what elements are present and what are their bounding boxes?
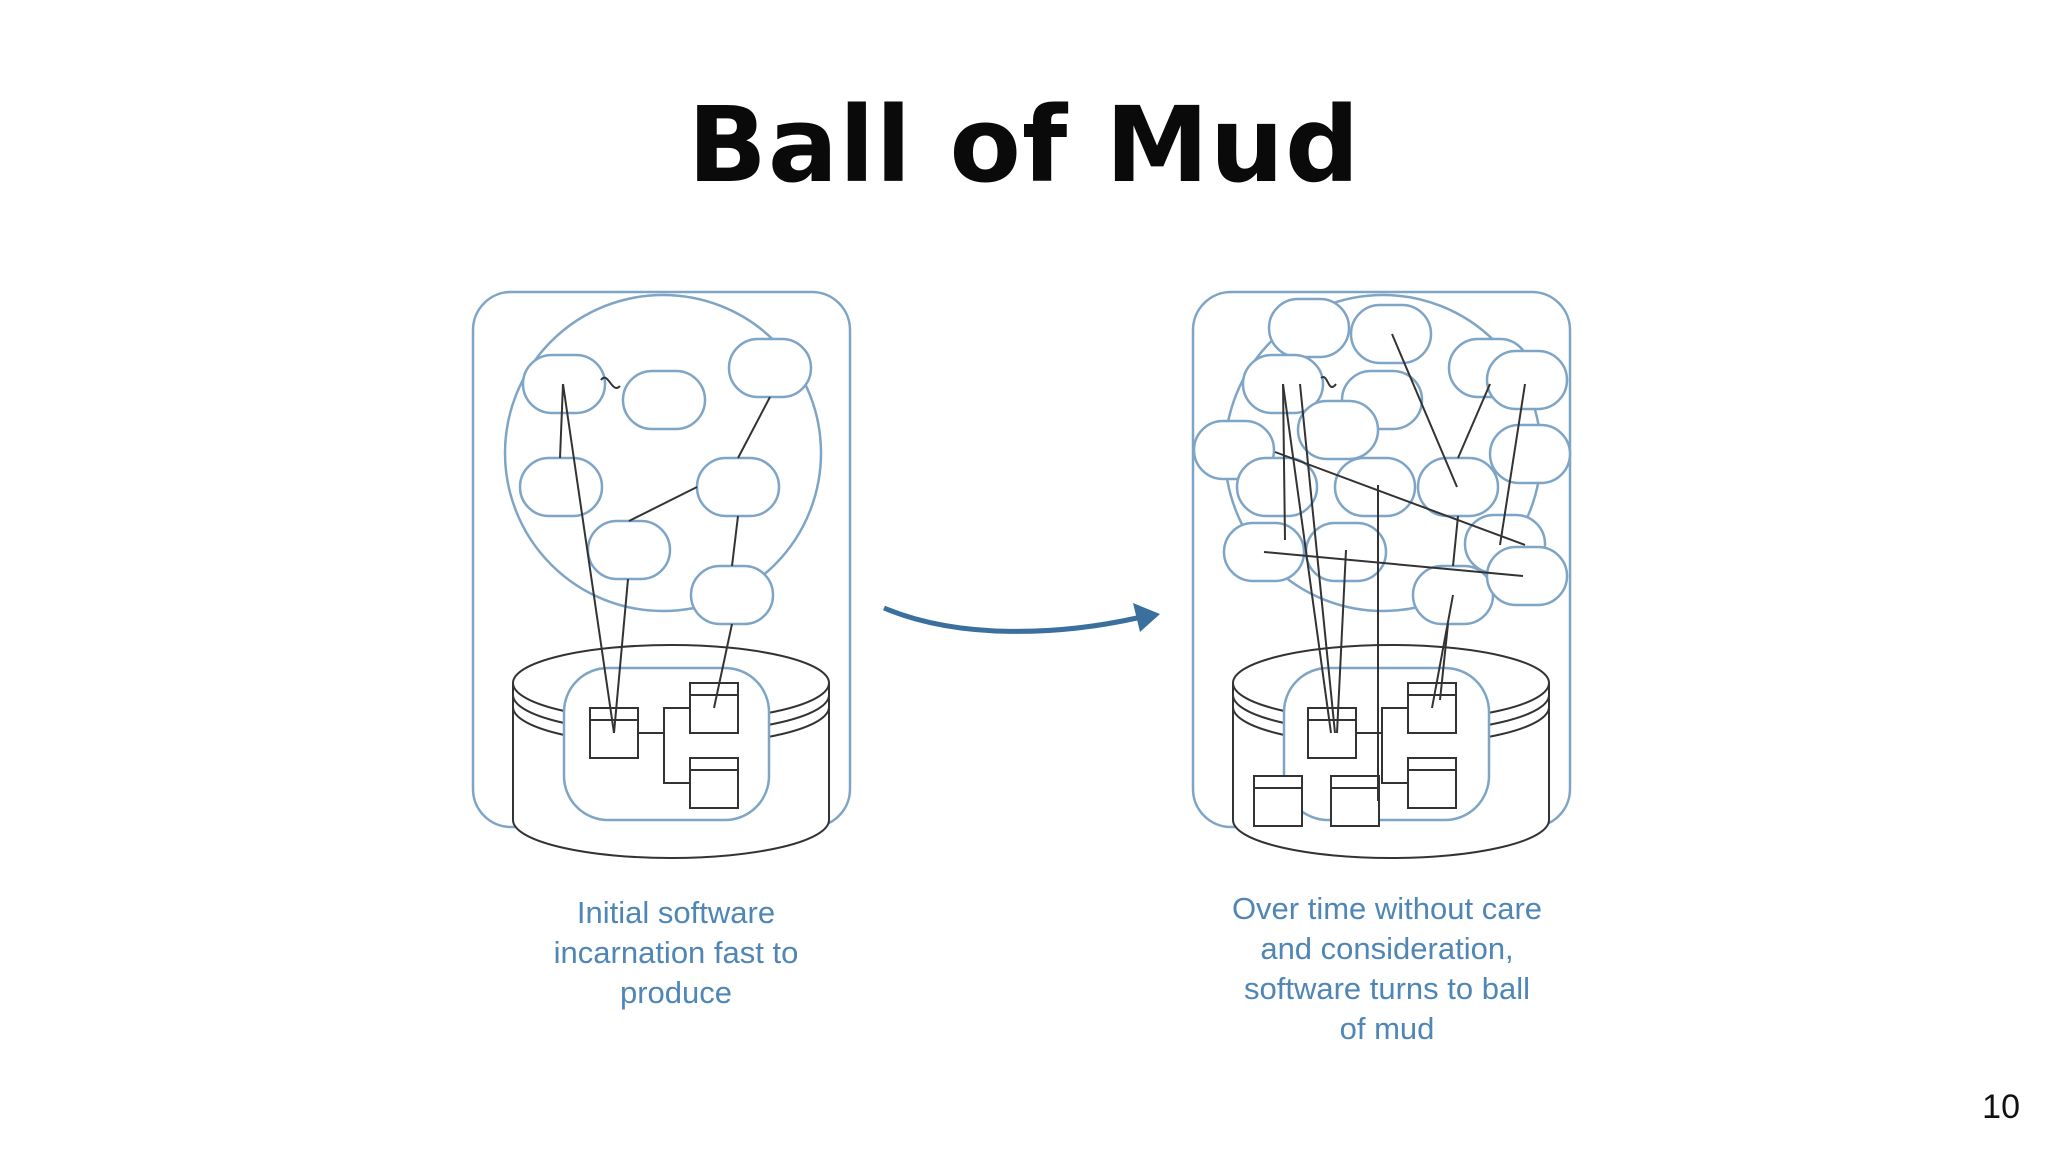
ball-of-mud-panel (1191, 290, 1572, 859)
transition-arrow (883, 603, 1160, 634)
right-caption: Over time without care and consideration… (1231, 891, 1543, 1046)
right-dependencies (1263, 333, 1526, 801)
left-caption: Initial software incarnation fast to pro… (553, 895, 799, 1010)
right-component-nodes (1192, 297, 1572, 626)
page-number: 10 (1982, 1088, 2020, 1126)
slide-title: Ball of Mud (687, 84, 1361, 206)
left-component-nodes (518, 337, 813, 626)
left-dependencies (559, 376, 771, 734)
initial-architecture-panel (471, 290, 852, 859)
